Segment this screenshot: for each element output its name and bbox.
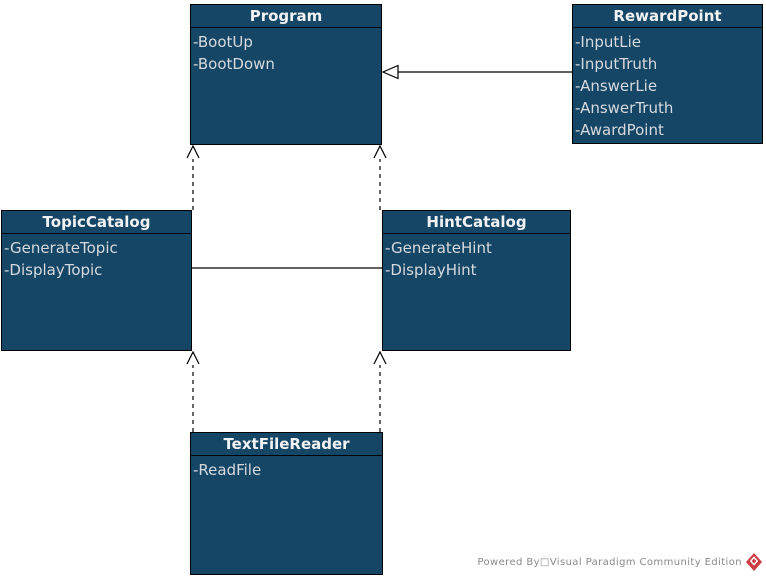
attribute: -AnswerTruth bbox=[575, 99, 674, 117]
powered-by-watermark: Powered By□Visual Paradigm Community Edi… bbox=[477, 553, 762, 571]
attribute-list: -BootUp -BootDown bbox=[191, 28, 381, 75]
attribute: -DisplayTopic bbox=[4, 261, 103, 279]
attribute: -ReadFile bbox=[193, 461, 262, 479]
attribute-list: -GenerateHint -DisplayHint bbox=[383, 234, 570, 281]
attribute: -DisplayHint bbox=[385, 261, 477, 279]
generalization-rewardpoint-to-program[interactable] bbox=[381, 64, 572, 80]
attribute: -InputTruth bbox=[575, 55, 658, 73]
attribute: -GenerateHint bbox=[385, 239, 492, 257]
attribute-list: -GenerateTopic -DisplayTopic bbox=[2, 234, 191, 281]
attribute: -BootDown bbox=[193, 55, 275, 73]
dependency-textfilereader-to-hintcatalog[interactable] bbox=[373, 350, 387, 432]
class-title: TopicCatalog bbox=[2, 211, 191, 234]
attribute-list: -InputLie -InputTruth -AnswerLie -Answer… bbox=[573, 28, 762, 141]
class-program[interactable]: Program -BootUp -BootDown bbox=[190, 4, 382, 145]
class-title: TextFileReader bbox=[191, 433, 382, 456]
class-textfilereader[interactable]: TextFileReader -ReadFile bbox=[190, 432, 383, 575]
attribute: -GenerateTopic bbox=[4, 239, 118, 257]
class-title: HintCatalog bbox=[383, 211, 570, 234]
visual-paradigm-logo-icon bbox=[746, 553, 762, 571]
attribute: -InputLie bbox=[575, 33, 642, 51]
dependency-textfilereader-to-topiccatalog[interactable] bbox=[186, 350, 200, 432]
attribute: -BootUp bbox=[193, 33, 253, 51]
attribute: -AwardPoint bbox=[575, 121, 664, 139]
powered-by-text: Powered By□Visual Paradigm Community Edi… bbox=[477, 556, 742, 568]
class-hintcatalog[interactable]: HintCatalog -GenerateHint -DisplayHint bbox=[382, 210, 571, 351]
class-title: Program bbox=[191, 5, 381, 28]
class-title: RewardPoint bbox=[573, 5, 762, 28]
attribute: -AnswerLie bbox=[575, 77, 658, 95]
dependency-topiccatalog-to-program[interactable] bbox=[186, 144, 200, 210]
class-rewardpoint[interactable]: RewardPoint -InputLie -InputTruth -Answe… bbox=[572, 4, 763, 144]
dependency-hintcatalog-to-program[interactable] bbox=[373, 144, 387, 210]
class-topiccatalog[interactable]: TopicCatalog -GenerateTopic -DisplayTopi… bbox=[1, 210, 192, 351]
attribute-list: -ReadFile bbox=[191, 456, 382, 481]
